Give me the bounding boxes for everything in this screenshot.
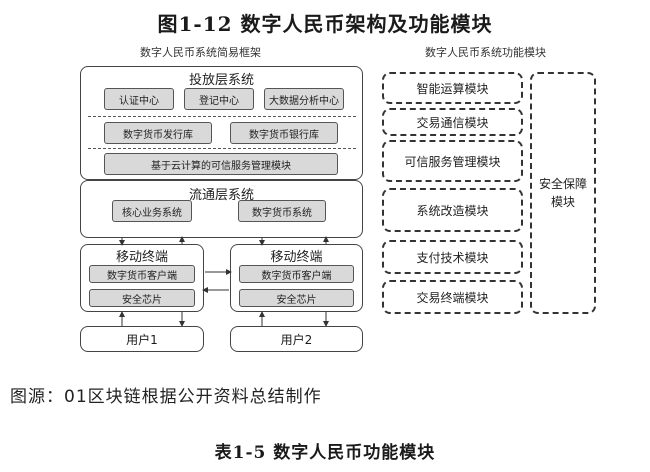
mobile-1-security-chip: 安全芯片 (89, 289, 195, 307)
issuance-separator-1 (88, 116, 356, 117)
issuance-separator-2 (88, 148, 356, 149)
big-data-center: 大数据分析中心 (264, 88, 344, 110)
core-business-system: 核心业务系统 (112, 200, 192, 222)
mobile-terminal-2-title: 移动终端 (270, 250, 323, 265)
module-smart-computing: 智能运算模块 (382, 72, 523, 104)
table-caption: 表1-5 数字人民币功能模块 (214, 443, 436, 463)
left-diagram-subtitle: 数字人民币系统简易框架 (140, 46, 261, 59)
module-payment-technology: 支付技术模块 (382, 240, 523, 274)
module-transaction-terminal: 交易终端模块 (382, 280, 523, 314)
registration-center: 登记中心 (184, 88, 254, 110)
mobile-terminal-1-title: 移动终端 (115, 250, 168, 265)
module-transaction-communication: 交易通信模块 (382, 108, 523, 136)
certification-center: 认证中心 (104, 88, 174, 110)
trusted-service-module: 基于云计算的可信服务管理模块 (104, 153, 338, 175)
circulation-layer-title: 流通层系统 (188, 188, 254, 203)
mobile-1-dc-client: 数字货币客户端 (89, 265, 195, 283)
issuance-layer-title: 投放层系统 (188, 73, 254, 88)
dc-bank-vault: 数字货币银行库 (230, 122, 338, 144)
mobile-2-security-chip: 安全芯片 (239, 289, 354, 307)
figure-title: 图1-12 数字人民币架构及功能模块 (157, 12, 493, 36)
mobile-2-dc-client: 数字货币客户端 (239, 265, 354, 283)
user-2-box: 用户2 (230, 326, 363, 352)
source-note: 图源：01区块链根据公开资料总结制作 (10, 387, 322, 407)
module-security-assurance: 安全保障 模块 (530, 72, 596, 314)
dc-issuance-vault: 数字货币发行库 (104, 122, 212, 144)
module-system-retrofit: 系统改造模块 (382, 188, 523, 232)
user-1-box: 用户1 (80, 326, 204, 352)
digital-currency-system: 数字货币系统 (238, 200, 326, 222)
right-diagram-subtitle: 数字人民币系统功能模块 (425, 46, 546, 59)
module-trusted-service-management: 可信服务管理模块 (382, 140, 523, 182)
